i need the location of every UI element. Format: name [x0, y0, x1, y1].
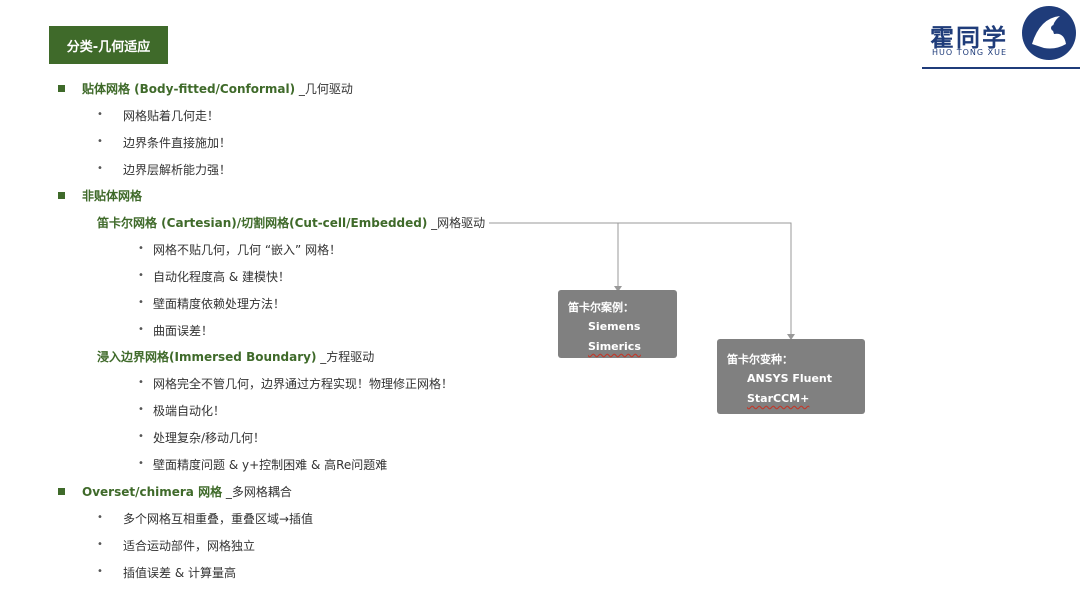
- list-item: 边界条件直接施加！: [123, 136, 232, 150]
- list-item: 曲面误差！: [153, 324, 214, 338]
- section-body-fitted: 贴体网格 (Body-fitted/Conformal) _几何驱动: [82, 81, 353, 97]
- bullet-square-icon: [58, 488, 65, 495]
- box-item: Siemens: [588, 320, 641, 333]
- box-title: 笛卡尔案例：: [568, 301, 634, 314]
- section-head: 贴体网格 (Body-fitted/Conformal): [82, 82, 296, 96]
- list-item: 多个网格互相重叠，重叠区域→插值: [123, 512, 314, 526]
- list-item: 边界层解析能力强！: [123, 163, 232, 177]
- logo-emblem-icon: [1022, 6, 1076, 60]
- bullet-square-icon: [58, 192, 65, 199]
- subsection-immersed: 浸入边界网格(Immersed Boundary) _方程驱动: [97, 349, 374, 365]
- list-item: 网格完全不管几何，边界通过方程实现！物理修正网格！: [153, 377, 454, 391]
- bullet-dot-icon: •: [97, 163, 103, 174]
- bullet-dot-icon: •: [97, 109, 103, 120]
- section-non-fitted: 非贴体网格: [82, 189, 143, 203]
- list-item: 壁面精度问题 & y+控制困难 & 高Re问题难: [153, 458, 388, 472]
- subsection-head: 浸入边界网格(Immersed Boundary): [97, 350, 317, 364]
- bullet-dot-icon: •: [97, 539, 103, 550]
- section-tail: _几何驱动: [295, 82, 353, 96]
- list-item: 网格贴着几何走！: [123, 109, 220, 123]
- bullet-dot-icon: •: [138, 377, 144, 388]
- box-title: 笛卡尔变种：: [727, 353, 793, 366]
- bullet-dot-icon: •: [97, 512, 103, 523]
- bullet-dot-icon: •: [138, 404, 144, 415]
- bullet-dot-icon: •: [138, 324, 144, 335]
- list-item: 网格不贴几何，几何 “嵌入” 网格！: [153, 243, 342, 257]
- list-item: 插值误差 & 计算量高: [123, 566, 236, 580]
- list-item: 自动化程度高 & 建模快！: [153, 270, 290, 284]
- logo-sub: HUO TONG XUE: [932, 48, 1008, 57]
- subsection-tail: _网格驱动: [427, 216, 486, 230]
- box-item: Simerics: [588, 340, 641, 353]
- cartesian-examples-box: 笛卡尔案例： Siemens Simerics: [558, 290, 677, 358]
- bullet-dot-icon: •: [97, 566, 103, 577]
- bullet-dot-icon: •: [97, 136, 103, 147]
- logo-underline: [922, 67, 1080, 69]
- box-item: ANSYS Fluent: [747, 372, 833, 385]
- subsection-head: 笛卡尔网格 (Cartesian)/切割网格(Cut-cell/Embedded…: [97, 216, 428, 230]
- list-item: 极端自动化！: [153, 404, 226, 418]
- logo-name: 霍同学: [930, 24, 1008, 52]
- cartesian-variants-box: 笛卡尔变种： ANSYS Fluent StarCCM+: [717, 339, 865, 414]
- brand-logo: 霍同学 HUO TONG XUE: [922, 2, 1080, 70]
- list-item: 壁面精度依赖处理方法！: [153, 297, 286, 311]
- bullet-dot-icon: •: [138, 297, 144, 308]
- slide-title: 分类-几何适应: [49, 26, 168, 64]
- subsection-tail: _方程驱动: [316, 350, 375, 364]
- bullet-dot-icon: •: [138, 431, 144, 442]
- bullet-square-icon: [58, 85, 65, 92]
- subsection-cartesian: 笛卡尔网格 (Cartesian)/切割网格(Cut-cell/Embedded…: [97, 215, 485, 231]
- box-item: StarCCM+: [747, 392, 810, 405]
- list-item: 适合运动部件，网格独立: [123, 539, 256, 553]
- section-overset: Overset/chimera 网格 _多网格耦合: [82, 484, 292, 500]
- list-item: 处理复杂/移动几何！: [153, 431, 266, 445]
- section-tail: _多网格耦合: [222, 485, 292, 499]
- bullet-dot-icon: •: [138, 270, 144, 281]
- bullet-dot-icon: •: [138, 458, 144, 469]
- section-head: Overset/chimera 网格: [82, 485, 223, 499]
- bullet-dot-icon: •: [138, 243, 144, 254]
